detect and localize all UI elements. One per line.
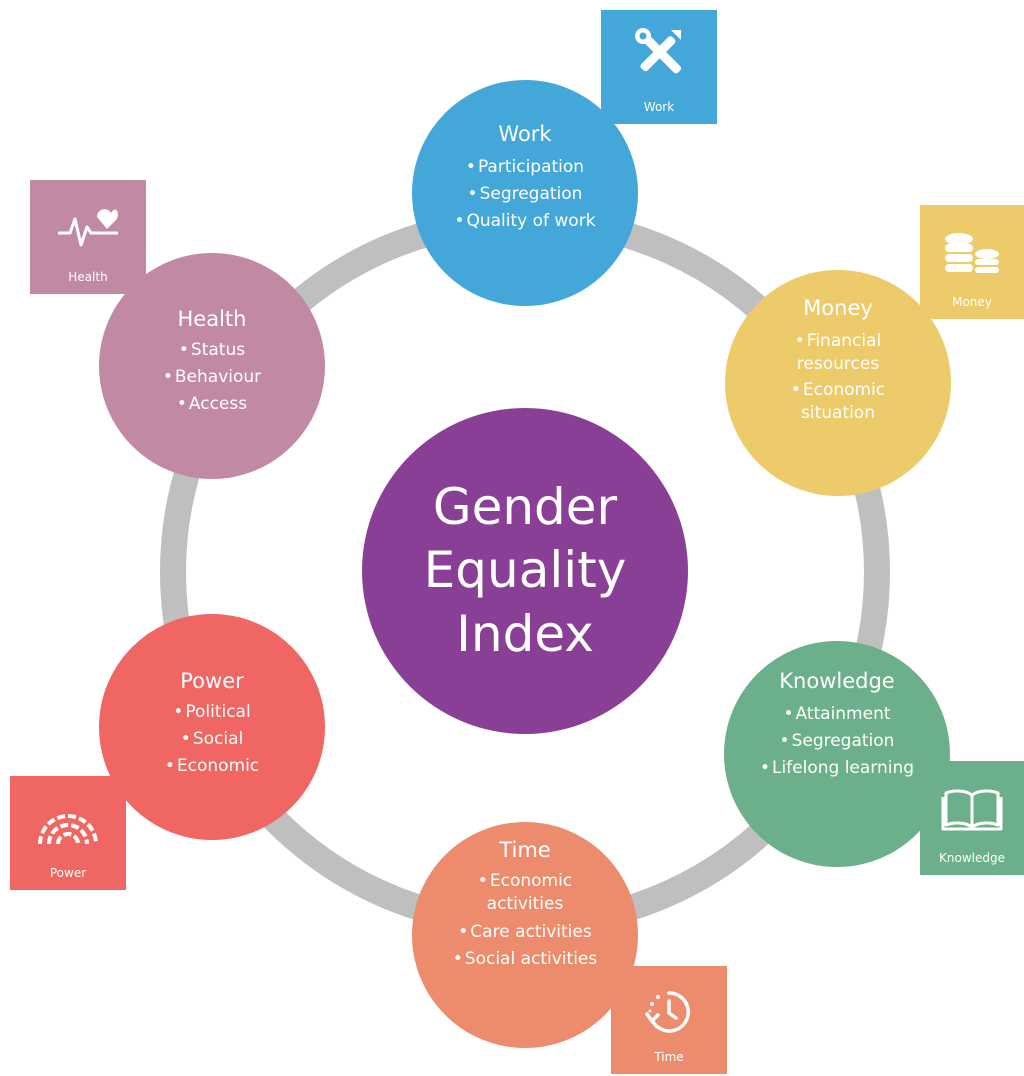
money-circle: Money Financial resources Economic situa… [725, 270, 951, 496]
health-tile-label: Health [68, 270, 108, 284]
clock-icon [611, 984, 727, 1040]
power-bullet: Social [99, 726, 325, 753]
time-tile: Time [611, 966, 727, 1074]
work-title: Work [498, 122, 552, 146]
time-tile-label: Time [654, 1050, 684, 1064]
money-tile: Money [920, 205, 1024, 319]
work-bullet: Quality of work [412, 208, 638, 235]
knowledge-bullet: Lifelong learning [724, 755, 950, 782]
money-title: Money [803, 296, 873, 320]
money-tile-label: Money [952, 295, 992, 309]
time-bullet: Care activities [446, 919, 604, 946]
power-title: Power [180, 669, 244, 693]
work-bullet: Segregation [412, 181, 638, 208]
health-bullet: Behaviour [99, 364, 325, 391]
knowledge-bullet: Segregation [724, 728, 950, 755]
knowledge-title: Knowledge [779, 669, 895, 693]
power-tile-label: Power [49, 866, 87, 880]
health-tile: Health [30, 180, 146, 294]
money-bullet: Economic situation [769, 379, 907, 425]
health-bullet: Access [99, 391, 325, 418]
knowledge-tile-label: Knowledge [939, 851, 1005, 865]
work-tile-label: Work [643, 100, 675, 114]
power-tile: Power [10, 776, 126, 890]
coins-icon [920, 227, 1024, 283]
book-icon [920, 781, 1024, 837]
center-title-line-2: Equality [423, 541, 627, 600]
time-bullet: Economic activities [446, 870, 604, 916]
knowledge-circle: Knowledge Attainment Segregation Lifelon… [724, 641, 950, 867]
health-title: Health [177, 307, 247, 331]
knowledge-tile: Knowledge [920, 761, 1024, 875]
power-circle: Power Political Social Economic [99, 614, 325, 840]
center-title-line-1: Gender [432, 477, 618, 536]
arches-icon [10, 796, 126, 852]
health-bullet: Status [99, 337, 325, 364]
time-title: Time [499, 838, 551, 862]
heartbeat-icon [30, 198, 146, 254]
work-circle: Work Participation Segregation Quality o… [412, 80, 638, 306]
center-title-line-3: Index [456, 604, 594, 663]
knowledge-bullet: Attainment [724, 701, 950, 728]
tools-icon [601, 24, 717, 80]
money-bullet: Financial resources [769, 330, 907, 376]
power-bullet: Economic [99, 753, 325, 780]
power-bullet: Political [99, 699, 325, 726]
time-circle: Time Economic activities Care activities… [412, 822, 638, 1048]
center-circle: Gender Equality Index [362, 408, 688, 734]
time-bullet: Social activities [446, 946, 604, 973]
work-bullet: Participation [412, 154, 638, 181]
work-tile: Work [601, 10, 717, 124]
